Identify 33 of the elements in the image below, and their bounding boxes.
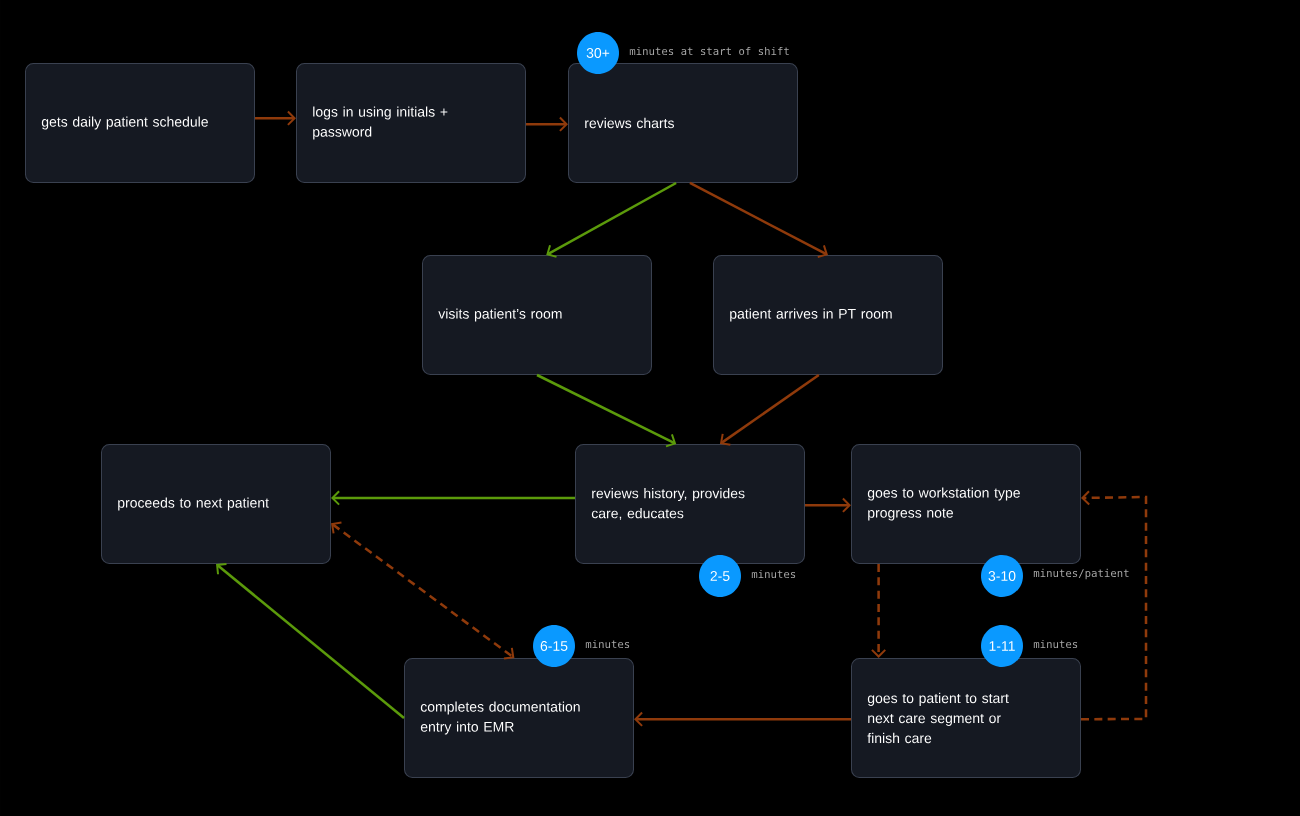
duration-badge: 30+ [577,32,619,74]
duration-badge: 2-5 [699,555,741,597]
arrow [536,373,677,448]
process-box: reviews charts [568,63,798,183]
process-box: proceeds to next patient [101,444,331,564]
process-box: visits patient’s room [422,255,652,375]
arrow [1081,490,1148,721]
process-box: goes to workstation type progress note [851,444,1081,564]
arrow [870,564,887,658]
arrow [255,110,296,126]
process-box: goes to patient to start next care segment or finish care [851,658,1081,778]
duration-label: minutes at start of shift [629,46,789,56]
duration-badge: 6-15 [533,625,575,667]
duration-label: minutes [585,639,630,649]
process-box: logs in using initials + password [296,63,526,183]
arrow [805,497,851,513]
arrow [331,521,515,660]
arrow [689,181,828,259]
process-box: completes documentation entry into EMR [404,658,634,778]
duration-label: minutes/patient [1033,568,1129,580]
process-box: reviews history, provides care, educates [575,444,805,564]
arrow [546,181,677,258]
process-box: gets daily patient schedule [25,63,255,183]
duration-badge: 3-10 [981,555,1023,597]
arrow [331,490,575,506]
duration-label: minutes [751,569,796,579]
arrow [634,711,851,727]
arrow [216,562,405,719]
duration-badge: 1-11 [981,625,1023,667]
duration-label: minutes [1033,639,1078,649]
process-box: patient arrives in PT room [713,255,943,375]
arrow [719,373,820,446]
arrow [526,116,568,132]
